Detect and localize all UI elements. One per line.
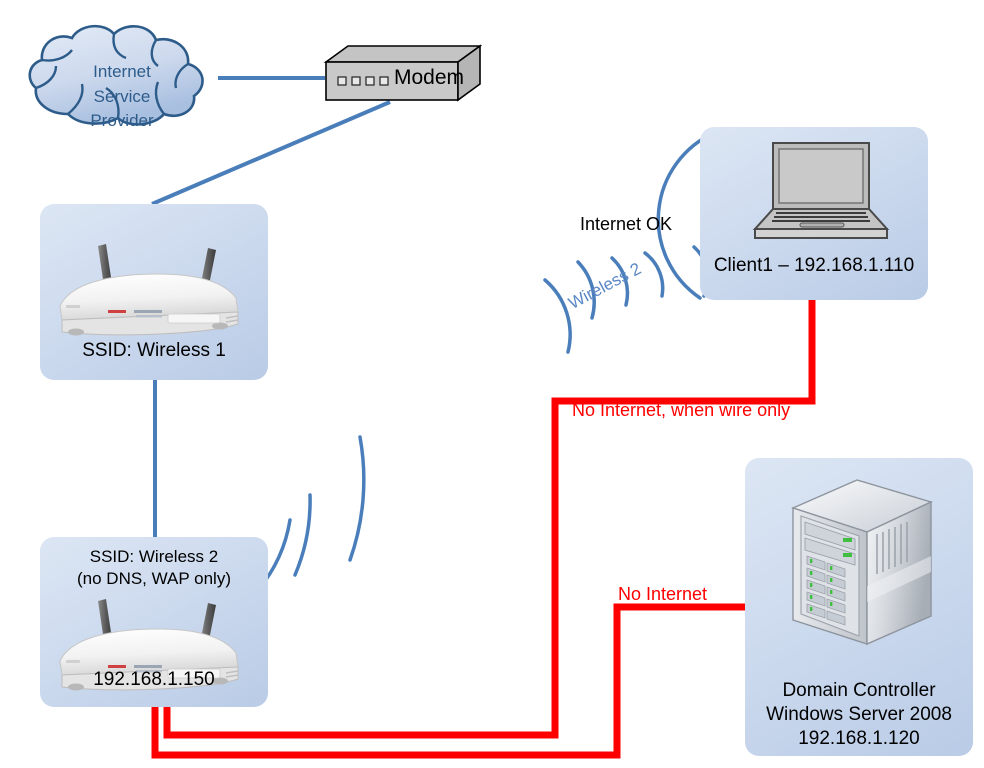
router1-label: SSID: Wireless 1	[82, 340, 226, 361]
server-node: Domain Controller Windows Server 2008 19…	[745, 458, 973, 756]
isp-label-line-1: Internet	[93, 62, 151, 81]
laptop-icon	[752, 142, 890, 239]
server-label-os: Windows Server 2008	[766, 704, 952, 725]
wireless-router-icon	[59, 244, 239, 336]
modem-label: Modem	[394, 66, 465, 89]
router2-node: SSID: Wireless 2 (no DNS, WAP only)	[40, 537, 268, 707]
link-modem-to-router1	[151, 100, 391, 206]
wireless-router-icon	[59, 599, 239, 691]
red-path-server-to-router2	[151, 603, 748, 759]
modem-icon	[323, 44, 483, 102]
router2-label-ip: 192.168.1.150	[93, 669, 215, 690]
router2-label-ssid: SSID: Wireless 2	[89, 547, 219, 566]
modem-node: Modem	[320, 44, 483, 106]
server-label-role: Domain Controller	[782, 680, 936, 701]
red-path-client1-to-router2	[163, 300, 816, 739]
isp-label-line-3: Provider	[90, 111, 154, 131]
client1-node: Client1 – 192.168.1.110	[700, 127, 928, 300]
annotation-internet-ok: Internet OK	[580, 214, 673, 234]
cloud-icon	[28, 24, 204, 126]
client1-label: Client1 – 192.168.1.110	[713, 255, 915, 276]
router1-node: SSID: Wireless 1	[40, 204, 268, 380]
router2-label-note: (no DNS, WAP only)	[77, 569, 231, 588]
server-label-ip: 192.168.1.120	[798, 728, 920, 749]
annotation-no-internet-wire-only: No Internet, when wire only	[572, 400, 791, 420]
isp-cloud-node: Internet Service Provider	[22, 22, 222, 134]
annotation-no-internet: No Internet	[618, 584, 708, 604]
server-tower-icon	[791, 479, 933, 646]
isp-label-line-2: Service	[93, 86, 151, 106]
isp-cloud-labels: Internet Service Provider	[22, 60, 222, 134]
